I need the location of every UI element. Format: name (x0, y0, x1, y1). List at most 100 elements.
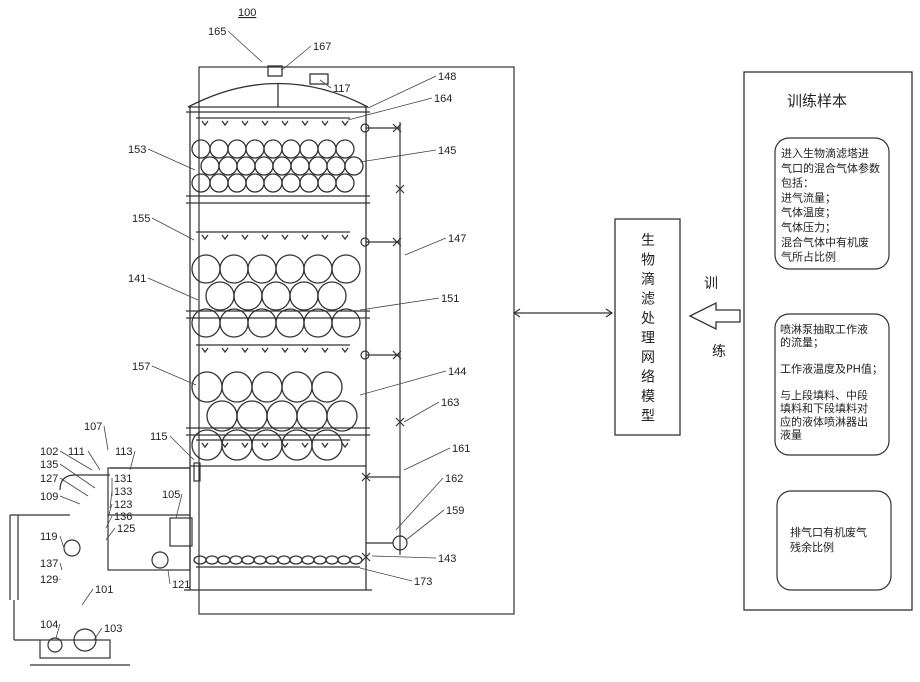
packing-ball-icon (201, 157, 219, 175)
spray-nozzle-icon (242, 235, 248, 239)
model-box-char: 理 (641, 331, 655, 347)
packing-ball-icon (228, 174, 246, 192)
sample-line: 混合气体中有机废 (781, 235, 869, 249)
sample-line: 气体温度； (781, 205, 836, 219)
ref-109: 109 (40, 491, 58, 503)
leader-line (88, 451, 100, 470)
model-box-char: 物 (641, 253, 655, 269)
packing-ball-icon (336, 140, 354, 158)
spray-nozzle-icon (222, 121, 228, 125)
ref-145: 145 (438, 145, 456, 157)
model-box-char: 生 (641, 233, 655, 249)
bottom-stone-icon (266, 556, 278, 564)
packing-ball-icon (262, 282, 290, 310)
ref-127: 127 (40, 473, 58, 485)
leader-line (60, 563, 62, 570)
ref-159: 159 (446, 505, 464, 517)
leader-line (396, 478, 443, 530)
model-box-char: 滤 (641, 292, 655, 308)
packing-ball-icon (264, 174, 282, 192)
leader-line (152, 218, 194, 240)
packing-ball-icon (220, 309, 248, 337)
bottom-stone-icon (218, 556, 230, 564)
heater-icon (170, 518, 192, 546)
spray-nozzle-icon (322, 348, 328, 352)
packing-ball-icon (327, 157, 345, 175)
ref-105: 105 (162, 489, 180, 501)
ref-133: 133 (114, 486, 132, 498)
bottom-stone-icon (302, 556, 314, 564)
bottom-stone-icon (206, 556, 218, 564)
sample-line: 进气流量； (781, 190, 836, 204)
packing-ball-icon (345, 157, 363, 175)
ref-141: 141 (128, 273, 146, 285)
packing-ball-icon (210, 140, 228, 158)
ref-135: 135 (40, 459, 58, 471)
spray-nozzle-icon (282, 443, 288, 447)
ref-136: 136 (114, 511, 132, 523)
spray-nozzle-icon (342, 121, 348, 125)
packing-ball-icon (248, 309, 276, 337)
leader-line (360, 150, 436, 162)
humidifier-pump-icon (152, 552, 168, 568)
sample-line: 填料和下段填料对 (780, 401, 868, 415)
model-box-char: 模 (641, 389, 655, 405)
packing-ball-icon (304, 309, 332, 337)
packing-ball-icon (291, 157, 309, 175)
ref-131: 131 (114, 473, 132, 485)
ref-164: 164 (434, 93, 452, 105)
model-box-char: 处 (641, 311, 655, 327)
ref-101: 101 (95, 584, 113, 596)
ref-123: 123 (114, 499, 132, 511)
packing-ball-icon (309, 157, 327, 175)
packing-ball-icon (282, 372, 312, 402)
ref-162: 162 (445, 473, 463, 485)
model-box-char: 滴 (641, 271, 655, 288)
ref-113: 113 (115, 446, 133, 458)
sample-line: 包括： (781, 176, 814, 190)
spray-nozzle-icon (262, 235, 268, 239)
packing-ball-icon (332, 309, 360, 337)
packing-ball-icon (332, 255, 360, 283)
spray-nozzle-icon (262, 443, 268, 447)
packing-ball-icon (210, 174, 228, 192)
leader-line (406, 510, 444, 540)
sample-line: 气体压力； (781, 220, 836, 234)
packing-ball-icon (206, 282, 234, 310)
packing-ball-icon (207, 401, 237, 431)
packing-ball-icon (228, 140, 246, 158)
ref-165: 165 (208, 26, 226, 38)
packing-ball-icon (246, 174, 264, 192)
ref-129: 129 (40, 574, 58, 586)
sample-line: 与上段填料、中段 (780, 388, 868, 402)
spray-nozzle-icon (242, 348, 248, 352)
packing-ball-icon (327, 401, 357, 431)
bottom-stone-icon (230, 556, 242, 564)
model-box-char: 络 (641, 370, 655, 386)
ref-155: 155 (132, 213, 150, 225)
spray-nozzle-icon (262, 121, 268, 125)
ref-157: 157 (132, 361, 150, 373)
ref-119: 119 (40, 531, 58, 543)
packing-ball-icon (300, 174, 318, 192)
spray-nozzle-icon (242, 443, 248, 447)
packing-ball-icon (255, 157, 273, 175)
sample-line: 残余比例 (790, 540, 834, 554)
leader-line (228, 31, 262, 62)
bottom-stone-icon (290, 556, 302, 564)
ref-115: 115 (150, 431, 168, 443)
train-char-1: 训 (704, 276, 718, 292)
leader-line (60, 536, 64, 548)
spray-nozzle-icon (202, 121, 208, 125)
sample-line: 液量 (780, 428, 802, 442)
packing-ball-icon (192, 255, 220, 283)
ref-107: 107 (84, 421, 102, 433)
ref-104: 104 (40, 619, 58, 631)
leader-line (360, 371, 446, 395)
packing-ball-icon (248, 255, 276, 283)
packing-ball-icon (282, 174, 300, 192)
model-box-char: 型 (641, 409, 655, 425)
sample-line: 工作液温度及PH值； (780, 362, 883, 376)
packing-ball-icon (273, 157, 291, 175)
ref-137: 137 (40, 558, 58, 570)
